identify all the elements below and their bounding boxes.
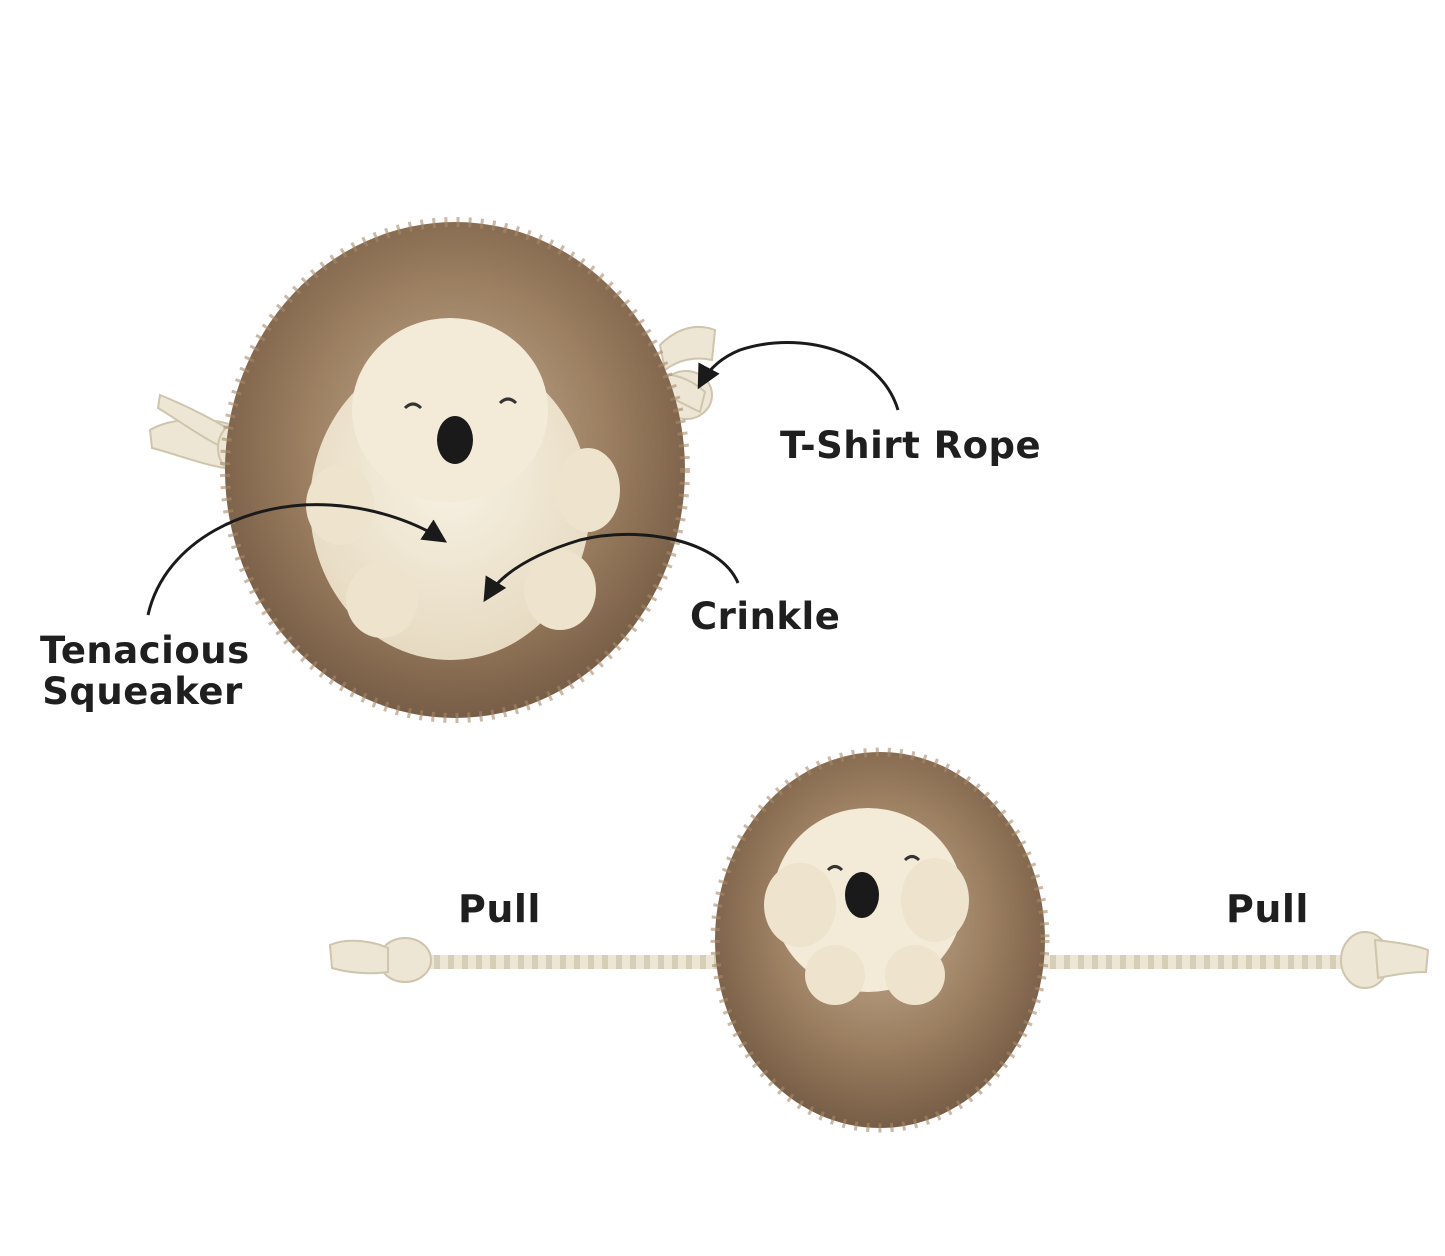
callout-arrows: [146, 341, 900, 616]
arrow-crinkle: [483, 532, 740, 603]
squeaker-label-line1: Tenacious: [40, 629, 250, 672]
rope-icon: [328, 931, 1430, 989]
arrow-squeaker: [146, 503, 448, 616]
squeaker-label: Tenacious Squeaker: [40, 629, 250, 714]
tshirt-rope-label: T-Shirt Rope: [780, 424, 1042, 467]
hedgehog-toy-top: [148, 217, 717, 723]
pull-left-label: Pull: [458, 887, 541, 931]
pull-right-label: Pull: [1226, 887, 1309, 931]
arrow-tshirt-rope: [697, 341, 900, 411]
squeaker-label-line2: Squeaker: [42, 670, 243, 714]
hedgehog-toy-bottom: [328, 747, 1430, 1133]
crinkle-label: Crinkle: [690, 595, 841, 638]
nose-icon: [437, 416, 473, 464]
